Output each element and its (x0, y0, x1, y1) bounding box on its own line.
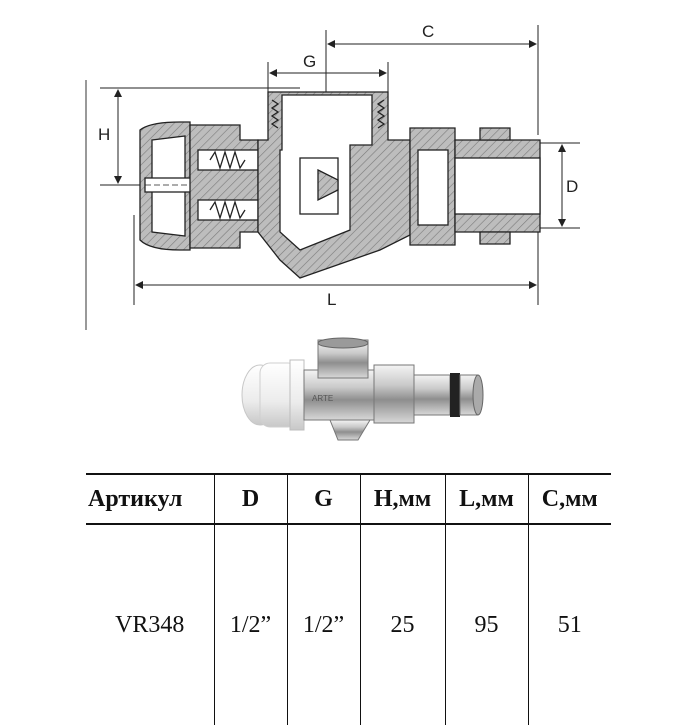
valve-technical-drawing: C G H D L (85, 22, 580, 330)
dimension-c: C (325, 22, 539, 135)
cell-g: 1/2” (286, 524, 360, 725)
cell-h: 25 (359, 524, 445, 725)
dimension-l-label: L (327, 290, 336, 309)
dimension-g-label: G (303, 52, 316, 71)
body-marking: ARTE (312, 394, 333, 403)
dimension-d: D (540, 142, 580, 229)
dimension-g: G (267, 52, 389, 95)
spec-table: Артикул D G H,мм L,мм C,мм VR348 1/2” 1/… (86, 473, 611, 725)
header-c-mm: C,мм (527, 474, 611, 524)
header-l-mm: L,мм (444, 474, 528, 524)
table-row: VR348 1/2” 1/2” 25 95 51 (86, 524, 611, 725)
cell-c: 51 (527, 524, 611, 725)
dimension-c-label: C (422, 22, 434, 41)
header-article: Артикул (88, 485, 183, 512)
valve-product-photo: ARTE (241, 337, 484, 441)
dimension-h: H (98, 87, 300, 186)
dimension-l: L (133, 215, 539, 309)
dimension-h-label: H (98, 125, 110, 144)
cell-d: 1/2” (213, 524, 287, 725)
header-h-mm: H,мм (359, 474, 445, 524)
valve-cross-section (139, 91, 541, 279)
spec-table-header-row: Артикул D G H,мм L,мм C,мм (86, 474, 611, 524)
cell-l: 95 (444, 524, 528, 725)
cell-article: VR348 (115, 611, 185, 638)
header-g: G (286, 474, 360, 524)
dimension-d-label: D (566, 177, 578, 196)
header-d: D (213, 474, 287, 524)
